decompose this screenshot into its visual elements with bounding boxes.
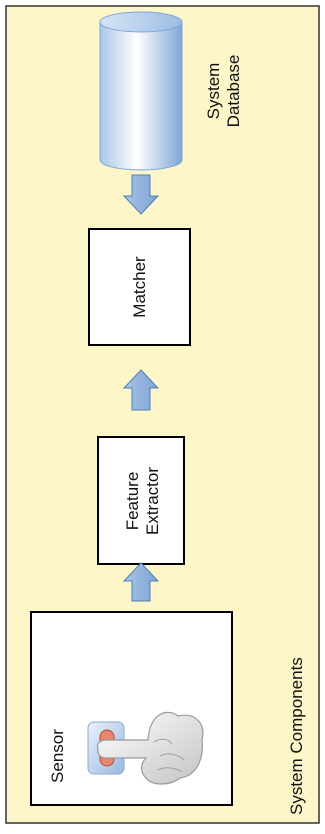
database-label-line1: System: [204, 63, 223, 120]
arrow-database-to-matcher: [122, 174, 160, 215]
sensor-box: [30, 611, 233, 806]
sensor-label: Sensor: [48, 729, 67, 783]
matcher-label: Matcher: [130, 256, 149, 318]
database-label-line2: Database: [224, 55, 243, 128]
arrow-extractor-to-matcher: [122, 369, 160, 411]
frame-label: System Components: [287, 657, 306, 815]
arrow-sensor-to-extractor: [122, 562, 160, 602]
feature-extractor-label-line1: Feature: [123, 472, 142, 531]
fingerprint-sensor-icon: [87, 711, 204, 785]
matcher-box: [88, 228, 191, 346]
system-database: [99, 11, 183, 171]
feature-extractor-label-line2: Extractor: [143, 467, 162, 535]
